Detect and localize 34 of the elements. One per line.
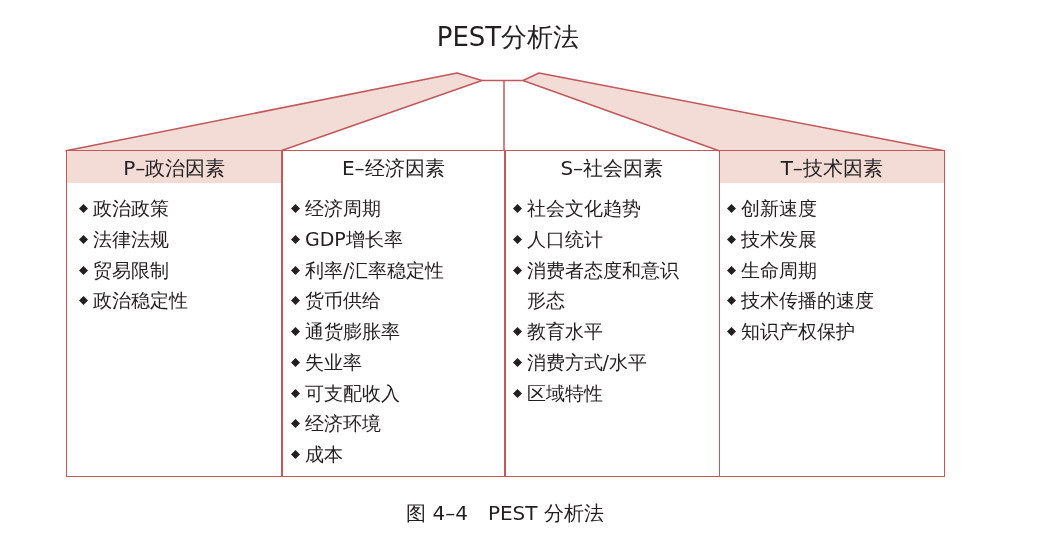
list-item-text: 失业率: [305, 349, 362, 375]
list-item-text: 区域特性: [526, 380, 603, 406]
column-heading: P–政治因素: [123, 156, 226, 180]
diagram-title: PEST分析法: [436, 21, 580, 54]
list-item-text: 贸易限制: [93, 257, 169, 283]
list-item-text: 消费方式/水平: [526, 349, 647, 375]
list-item-text: GDP增长率: [305, 226, 403, 252]
list-item-text: 知识产权保护: [740, 319, 855, 344]
list-item-text: 政治政策: [93, 196, 169, 221]
list-item-text: 成本: [305, 442, 343, 467]
category-column: [281, 150, 506, 477]
list-item-text: 创新速度: [740, 196, 817, 221]
list-item-text: 利率/汇率稳定性: [305, 257, 445, 283]
list-item-text: 通货膨胀率: [305, 319, 400, 344]
column-heading: E–经济因素: [341, 156, 445, 180]
figure-caption: 图 4–4 PEST 分析法: [406, 500, 604, 526]
list-item-text: 教育水平: [526, 319, 603, 344]
list-item-text: 技术传播的速度: [740, 288, 874, 314]
list-item-text: 可支配收入: [305, 380, 400, 406]
list-item-text: 生命周期: [740, 257, 817, 283]
list-item-text: 经济环境: [305, 411, 381, 437]
list-item-text: 人口统计: [526, 226, 603, 252]
list-item-text: 技术发展: [740, 226, 817, 252]
category-column: [718, 150, 945, 477]
category-column: [66, 150, 283, 477]
list-item-text: 社会文化趋势: [526, 196, 641, 221]
list-item-text: 法律法规: [93, 226, 169, 252]
category-column: [503, 150, 720, 477]
list-item-text: 货币供给: [305, 288, 381, 314]
column-heading: T–技术因素: [780, 156, 883, 180]
list-item-text: 政治稳定性: [93, 288, 188, 314]
list-item-text: 消费者态度和意识形态: [526, 257, 680, 314]
column-heading: S–社会因素: [560, 156, 664, 180]
list-item-text: 经济周期: [305, 196, 381, 221]
